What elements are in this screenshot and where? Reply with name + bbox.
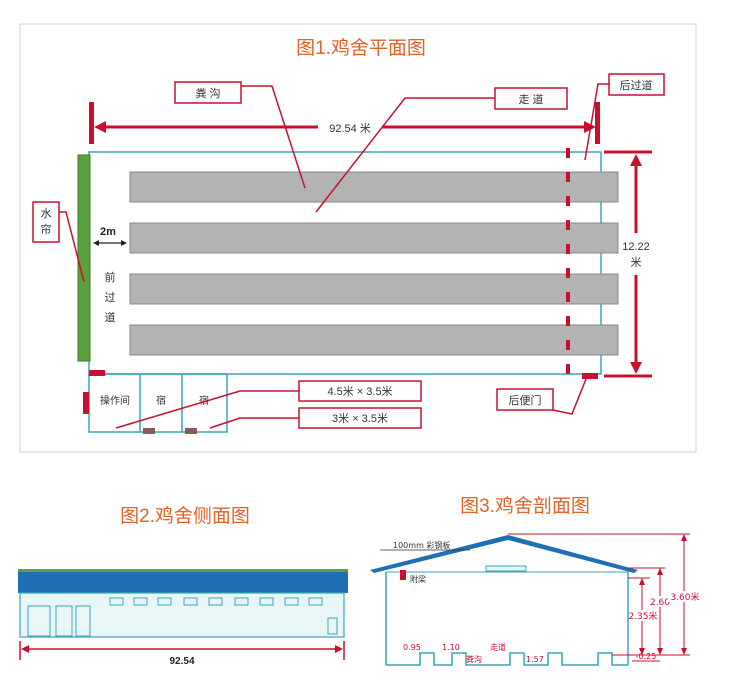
width-arrow-top — [630, 154, 642, 166]
rear-passage-label: 后过道 — [620, 78, 653, 92]
front-passage-2: 过 — [105, 291, 116, 304]
room-2-label: 宿 — [156, 394, 166, 407]
section-h1-label: 2.35米 — [628, 610, 657, 622]
cage-row-2 — [129, 222, 619, 254]
side-dim-arrow-left — [21, 645, 29, 653]
section-h1-arrow-bottom — [639, 648, 645, 655]
side-rear-door — [327, 617, 338, 635]
water-curtain-leader — [59, 211, 85, 283]
manure-trench-label: 粪 沟 — [195, 86, 220, 100]
section-h2-bg — [650, 596, 670, 607]
section-aisle-label: 走道 — [490, 642, 506, 652]
rear-passage-leader — [584, 83, 609, 161]
section-vent — [485, 565, 527, 572]
length-tick-left — [89, 102, 94, 144]
manure-trench-box — [174, 81, 242, 104]
side-dim-arrow-right — [335, 645, 343, 653]
section-h1-bg — [629, 610, 657, 621]
water-curtain-box — [32, 201, 60, 243]
section-beam-mark — [400, 570, 406, 580]
section-d1: 0.95 — [403, 643, 421, 652]
section-h3-bg — [668, 591, 702, 602]
front-passage-1: 前 — [105, 270, 116, 284]
room-window-1 — [143, 428, 155, 434]
size-small-leader — [209, 417, 299, 429]
water-curtain-label-1: 水 — [41, 207, 52, 220]
section-h2-label: 2.60 — [650, 598, 670, 608]
section-h3-arrow-top — [681, 534, 687, 541]
section-d3: 1.57 — [526, 655, 544, 664]
room-door-side — [83, 392, 89, 414]
room-3-label: 宿 — [199, 394, 209, 407]
section-depth-label: -0.25 — [636, 652, 657, 661]
width-2m-arrow-left — [93, 240, 99, 246]
operation-room-label: 操作间 — [100, 394, 130, 407]
rear-door-leader — [552, 378, 587, 415]
size-small-label: 3米 × 3.5米 — [332, 412, 388, 425]
side-title: 图2.鸡舍侧面图 — [120, 505, 250, 527]
section-title: 图3.鸡舍剖面图 — [460, 495, 590, 517]
rear-door-label: 后便门 — [509, 393, 542, 407]
plan-frame — [19, 23, 697, 453]
side-roof — [18, 571, 348, 593]
manure-trench-leader — [241, 85, 306, 189]
length-label-bg — [318, 119, 382, 135]
aisle-leader — [315, 97, 495, 213]
size-large-label: 4.5米 × 3.5米 — [327, 385, 392, 398]
water-curtain — [77, 154, 91, 362]
section-h3-arrow-bottom — [681, 648, 687, 655]
side-gutter — [18, 569, 348, 572]
section-d2: 1.10 — [442, 643, 460, 652]
side-length-label: 92.54 — [169, 656, 194, 667]
water-curtain-label-2: 帘 — [41, 222, 52, 236]
aisle-label: 走 道 — [518, 92, 543, 106]
section-h2-arrow-bottom — [657, 648, 663, 655]
width-2m-arrow-right — [121, 240, 127, 246]
room-window-2 — [185, 428, 197, 434]
side-wall — [19, 592, 345, 638]
size-large-leader — [115, 390, 299, 429]
side-door-1 — [27, 605, 51, 637]
section-h1-arrow-top — [639, 578, 645, 585]
cage-row-1 — [129, 171, 619, 203]
side-door-2 — [55, 605, 73, 637]
section-roof-label: 100mm 彩钢板 — [393, 540, 450, 550]
width-label-2: 米 — [631, 256, 642, 269]
width-2m-label: 2m — [100, 226, 116, 238]
cage-row-3 — [129, 273, 619, 305]
rear-door-box — [496, 388, 554, 411]
width-label-1: 12.22 — [622, 241, 650, 253]
room-door-top — [89, 370, 105, 376]
side-windows — [109, 597, 323, 606]
section-h3-label: 3.60米 — [670, 591, 699, 603]
front-passage-3: 道 — [105, 310, 116, 324]
length-label: 92.54 米 — [329, 122, 371, 135]
length-arrow-left — [94, 121, 106, 133]
side-door-3 — [75, 605, 91, 637]
section-floor — [386, 652, 628, 666]
section-trench-label: 粪沟 — [466, 654, 482, 664]
width-arrow-bottom — [630, 362, 642, 374]
cage-row-4 — [129, 324, 619, 356]
rear-door-mark — [582, 373, 598, 379]
length-tick-right — [595, 102, 600, 144]
plan-title: 图1.鸡舍平面图 — [296, 37, 426, 59]
section-h2-arrow-top — [657, 568, 663, 575]
section-beam-label: 附梁 — [410, 574, 426, 584]
